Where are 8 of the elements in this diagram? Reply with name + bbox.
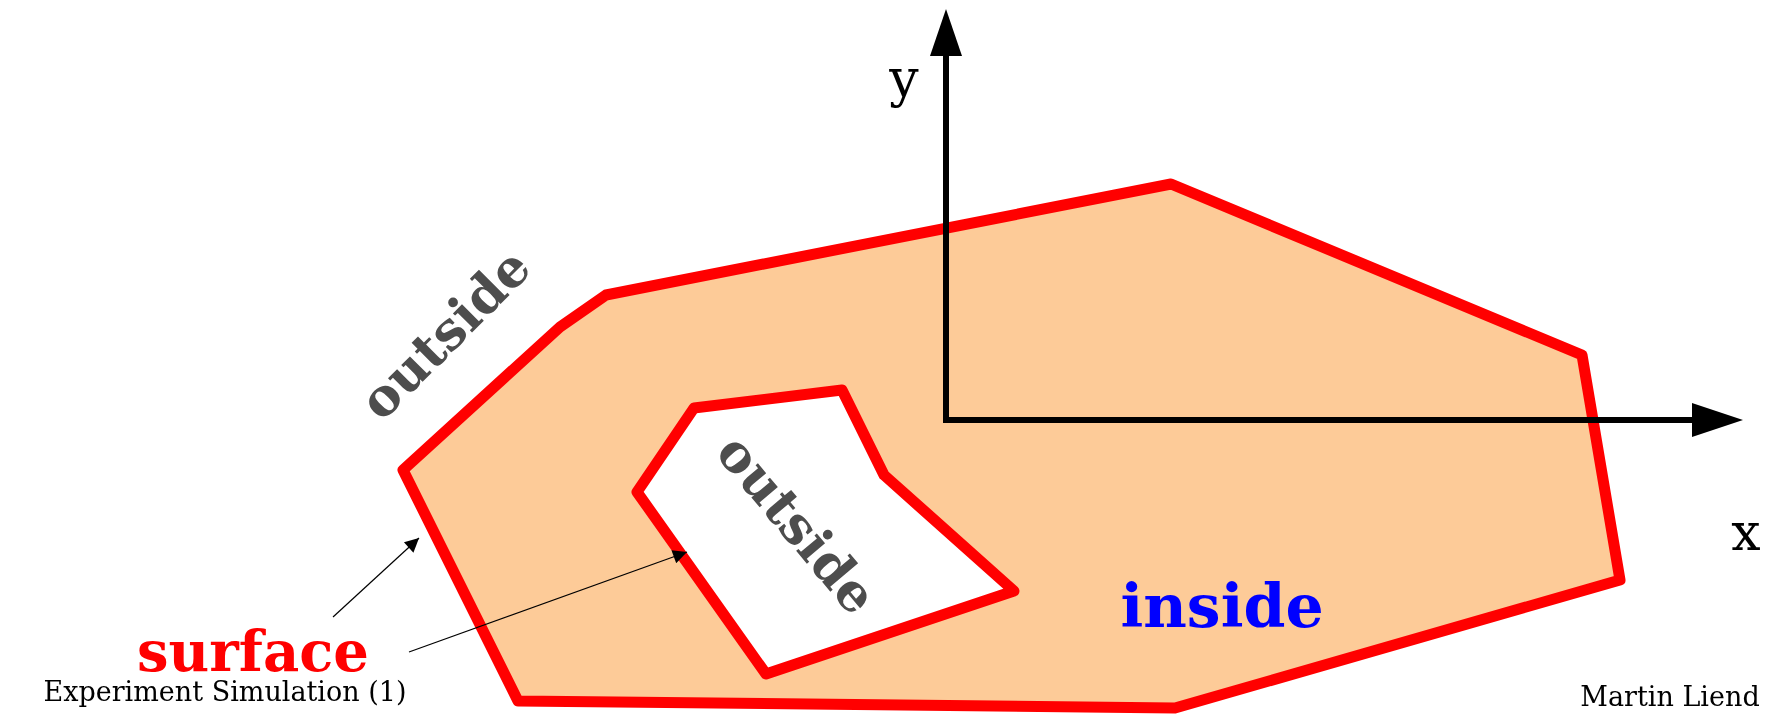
region-label: inside — [1120, 576, 1324, 636]
hole-boundary-polygon — [631, 384, 1020, 680]
leader-line — [408, 550, 688, 653]
author-note: Martin Liend — [1580, 682, 1760, 710]
figure-note: Experiment Simulation (1) — [43, 677, 407, 705]
axis-label: x — [1731, 506, 1761, 558]
leader-line — [332, 537, 420, 618]
surface-label: surface — [137, 623, 369, 679]
